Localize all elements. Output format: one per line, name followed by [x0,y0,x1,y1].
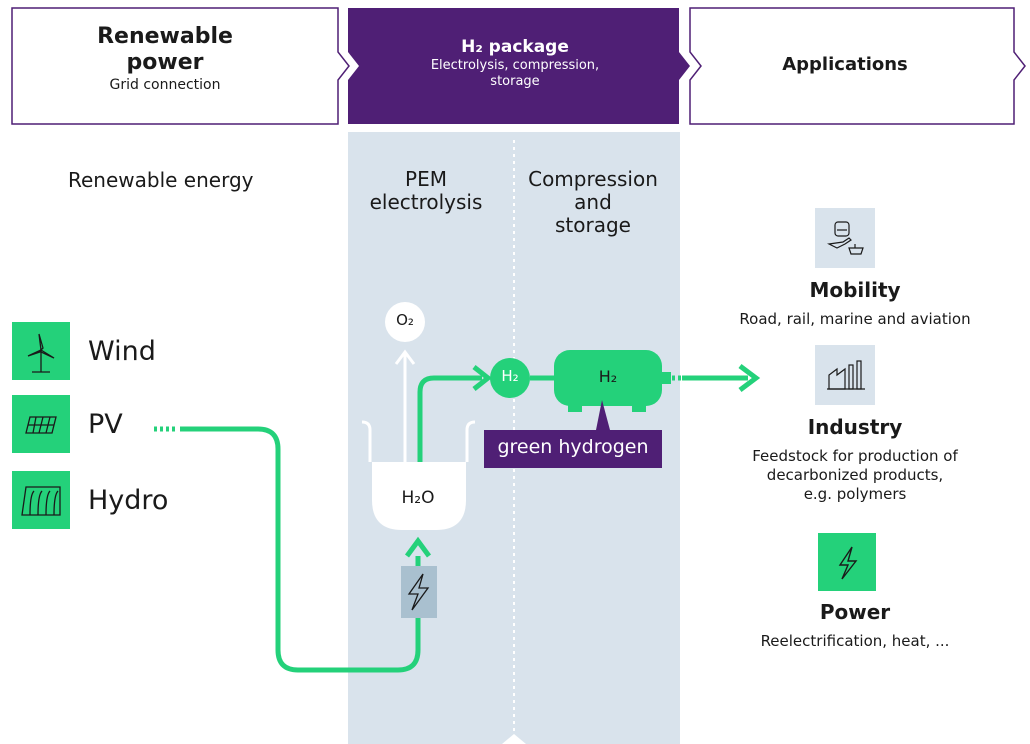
electrolyzer-hook-left [361,420,372,462]
o2-label: O₂ [396,311,414,329]
header-renewable-text: Renewable power Grid connection [12,24,318,94]
tank-foot-right [632,402,646,412]
header-renewable-title-1: Renewable [97,24,233,49]
o2-circle [385,302,425,342]
comp-label-1: Compression [528,167,658,191]
renewable-energy-label: Renewable energy [68,168,254,192]
h2-flow-line [417,375,482,462]
h2-storage-tank [554,350,662,406]
header-package-box [348,8,690,124]
app-title-industry: Industry [807,415,903,439]
header-package-sub-2: storage [490,74,540,89]
h2o-label: H₂O [401,488,435,508]
tank-foot-left [568,402,582,412]
header-applications-box [689,7,1026,125]
h2-circle [490,358,530,398]
pem-label-2: electrolysis [369,190,483,214]
h2-tank-label: H₂ [598,367,618,386]
app-title-power: Power [819,600,891,624]
factory-icon [827,360,865,390]
electrolyzer-tank [372,462,466,530]
comp-label-3: storage [555,213,631,237]
app-desc-industry-3: e.g. polymers [803,485,907,503]
header-renewable-title-2: power [126,50,204,75]
wind-turbine-icon [27,333,55,373]
header-package-sub-1: Electrolysis, compression, [430,58,600,73]
transport-icon [827,221,864,255]
header-renewable-box [11,7,350,125]
comp-label-2: and [574,190,612,214]
source-label-hydro: Hydro [88,485,169,516]
mobility-icon-box [815,208,875,268]
app-desc-power: Reelectrification, heat, ... [760,632,950,650]
o2-arrow-head [394,349,416,365]
green-hydrogen-callout [484,400,662,468]
header-package-text: H₂ package Electrolysis, compression, st… [360,36,670,90]
electrolyzer-hook-right [465,420,476,462]
power-icon-box [818,533,876,591]
pv-box [12,395,70,453]
pem-label-1: PEM [405,167,447,191]
app-desc-industry-1: Feedstock for production of [752,447,958,465]
app-title-mobility: Mobility [809,278,901,302]
bottom-notch [502,734,526,744]
tank-valve [661,372,671,384]
lightning-icon-small [407,573,430,611]
source-label-wind: Wind [88,336,156,367]
arrow-up-h2o [404,536,432,558]
compression-storage-label: Compression and storage [516,168,670,237]
header-renewable-sub: Grid connection [109,77,221,93]
source-label-pv: PV [88,409,123,440]
output-arrow-head [738,364,761,392]
app-desc-mobility: Road, rail, marine and aviation [739,310,971,328]
green-hydrogen-label: green hydrogen [497,436,649,458]
app-desc-industry: Feedstock for production of decarbonized… [700,447,1010,504]
pem-electrolysis-label: PEM electrolysis [350,168,502,214]
power-flow-line [180,426,421,673]
h2-arrow-head [472,365,493,391]
industry-icon-box [815,345,875,405]
h2-circle-label: H₂ [501,367,519,385]
solar-panel-icon [25,416,57,434]
hydro-box [12,471,70,529]
header-package-title: H₂ package [461,37,569,57]
header-applications-title: Applications [782,54,908,75]
hydro-dam-icon [21,486,61,516]
lightning-icon [838,546,858,580]
app-desc-industry-2: decarbonized products, [766,466,944,484]
electric-box [401,566,437,618]
wind-box [12,322,70,380]
